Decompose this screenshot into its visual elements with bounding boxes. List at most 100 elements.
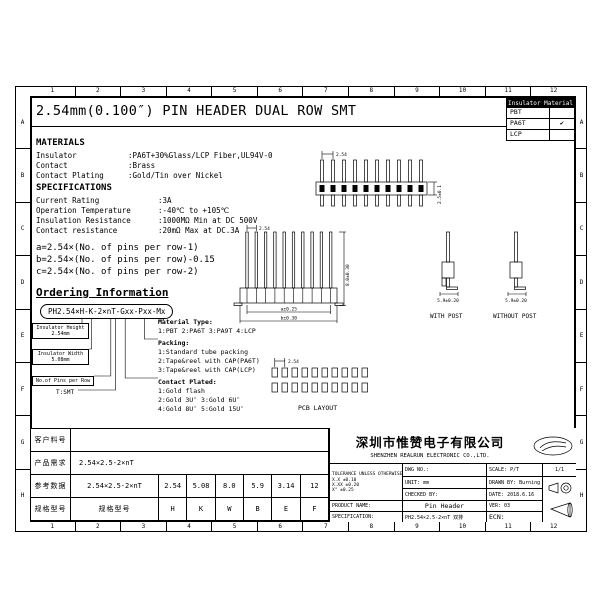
front-view-drawing: 2.54 2.5±0.1 (315, 151, 443, 207)
zone-letter: G (576, 416, 587, 470)
material-name: PA6T (507, 119, 550, 129)
zone-number: 9 (395, 522, 441, 532)
zone-letter: B (576, 149, 587, 203)
specification-label: SPECIFICATION: (332, 514, 375, 520)
zone-number: 5 (212, 86, 258, 96)
zone-letter: E (15, 310, 30, 363)
zone-number: 7 (303, 86, 350, 96)
sheet-value: 1/1 (554, 467, 565, 473)
unit-value: mm (423, 479, 430, 486)
reference-cell: 12 (300, 475, 329, 498)
zone-letter: F (576, 363, 587, 417)
zone-number: 7 (303, 522, 350, 532)
tolerance-title: TOLERANCE UNLESS OTHERWISE SPECIFIED (332, 471, 402, 477)
zone-number: 11 (486, 86, 532, 96)
company-name-en: SHENZHEN REALRUN ELECTRONIC CO.,LTD. (370, 453, 490, 459)
spec-row-label: Insulation Resistance (36, 216, 131, 225)
zone-letter: E (576, 310, 587, 363)
material-row-value: :Brass (128, 161, 156, 170)
product-name-value: Pin Header (424, 502, 465, 510)
spec-row-value: :1000MΩ Min at DC 500V (158, 216, 258, 225)
spec-header-cell: W (215, 498, 244, 521)
drawn-by-label: DRAWN BY: (489, 479, 517, 486)
ecn-label: ECN: (489, 513, 505, 521)
version-label: VER: (489, 503, 502, 509)
callout-label: No.of Pins per Row (35, 378, 91, 384)
zone-number: 2 (76, 86, 122, 96)
formula-c: c=2.54×(No. of pins per row-2) (36, 267, 199, 277)
materials-heading: MATERIALS (36, 138, 85, 148)
packing-option: 3:Tape&reel with CAP(LCP) (158, 366, 256, 374)
projection-symbol (548, 482, 573, 518)
zone-number: 6 (258, 522, 304, 532)
contact-plated-option: 1:Gold flash (158, 387, 205, 395)
material-name: PBT (507, 108, 550, 118)
formula-b: b=2.54×(No. of pins per row)-0.15 (36, 255, 215, 265)
dwg-no-label: DWG NO.: (405, 467, 430, 473)
date-label: DATE: (489, 491, 505, 498)
company-logo (530, 435, 576, 457)
zone-number: 10 (440, 86, 486, 96)
pin-view-drawing: 2.54 a±0.25 b±0.30 8.0±0.30 (233, 225, 351, 323)
packing-option: 2:Tape&reel with CAP(PA6T) (158, 357, 260, 365)
product-req-value: 2.54×2.5-2×nT (71, 452, 329, 475)
company-names: 深圳市惟赞电子有限公司 SHENZHEN REALRUN ELECTRONIC … (330, 432, 530, 459)
contact-plated-option: 4:Gold 8U″ 5:Gold 15U″ (158, 405, 245, 413)
packing-option: 1:Standard tube packing (158, 348, 249, 356)
row-label-reference: 参考数据 (31, 475, 71, 498)
zone-letter: G (15, 416, 30, 470)
side-views-drawing: 5.9±0.20 5.9±0.20 (437, 231, 527, 304)
reference-cell: 5.9 (244, 475, 273, 498)
zone-number: 1 (30, 86, 76, 96)
unit-label: UNIT: (405, 479, 421, 486)
drawn-by-value: Burning (519, 479, 541, 486)
material-type-title: Material Type: (158, 318, 213, 326)
zone-letter: H (20, 492, 25, 500)
spec-row-value: :20mΩ Max at DC.3A (158, 226, 240, 235)
specification-value-cell: PH2.54×2.5-2×nT 双排 (402, 511, 486, 522)
pin-view-pitch-dim: 2.54 (259, 226, 270, 232)
zone-number: 8 (349, 522, 395, 532)
zone-number: 1 (30, 522, 76, 532)
pcb-pitch-dim: 2.54 (288, 359, 299, 365)
zone-number: 4 (167, 86, 213, 96)
zone-number: 3 (121, 86, 167, 96)
callout-smt: T:SMT (56, 389, 75, 396)
tolerance-cell: TOLERANCE UNLESS OTHERWISE SPECIFIED X.X… (330, 464, 402, 500)
spec-row-value: :-40℃ to +105℃ (158, 206, 230, 215)
spec-row-value: :3A (158, 196, 172, 205)
contact-plated-option: 2:Gold 3U″ 3:Gold 6U″ (158, 396, 241, 404)
specifications-heading: SPECIFICATIONS (36, 183, 112, 193)
callout-insulator-height: Insulator Height 2.54mm (32, 323, 89, 339)
material-row-label: Contact Plating (36, 171, 104, 180)
material-row-value: :PA6T+30%Glass/LCP Fiber,UL94V-0 (128, 151, 273, 160)
zone-number: 3 (121, 522, 167, 532)
ordering-part-code: PH2.54×H-K-2×nT-Gxx-Pxx-Mx (40, 304, 174, 319)
tolerance-value: X.X ±0.10 (332, 477, 357, 483)
material-name: LCP (507, 130, 550, 140)
zone-letter: D (576, 256, 587, 310)
drawn-by-cell: DRAWN BY: Burning (486, 476, 542, 488)
without-post-label: WITHOUT POST (493, 313, 537, 320)
product-name-label: PRODUCT NAME: (332, 503, 372, 509)
front-view-height-dim: 2.5±0.1 (437, 185, 443, 204)
date-cell: DATE: 2018.6.16 (486, 488, 542, 500)
specification-value: PH2.54×2.5-2×nT 双排 (405, 514, 464, 521)
material-type-options: 1:PBT 2:PA6T 3:PA9T 4:LCP (158, 327, 256, 335)
insulator-material-row: LCP (506, 130, 575, 141)
zone-number: 12 (550, 523, 558, 530)
front-view-pitch-dim: 2.54 (336, 152, 347, 158)
checked-by-label: CHECKED BY: (405, 491, 439, 498)
spec-header-cell: E (272, 498, 301, 521)
product-name-label-cell: PRODUCT NAME: (330, 500, 402, 511)
spec-row-label: Contact resistance (36, 226, 118, 235)
unit-cell: UNIT: mm (402, 476, 486, 488)
tolerance-value: X.XX ±0.20 (332, 482, 360, 488)
zone-number: 2 (76, 522, 122, 532)
spec-header-cell: K (187, 498, 216, 521)
ruler-right: A B C D E F G H (576, 96, 587, 522)
customer-pn-value (71, 429, 329, 452)
material-row-label: Contact (36, 161, 68, 170)
zone-number: 4 (167, 522, 213, 532)
zone-number: 12 (550, 87, 558, 94)
